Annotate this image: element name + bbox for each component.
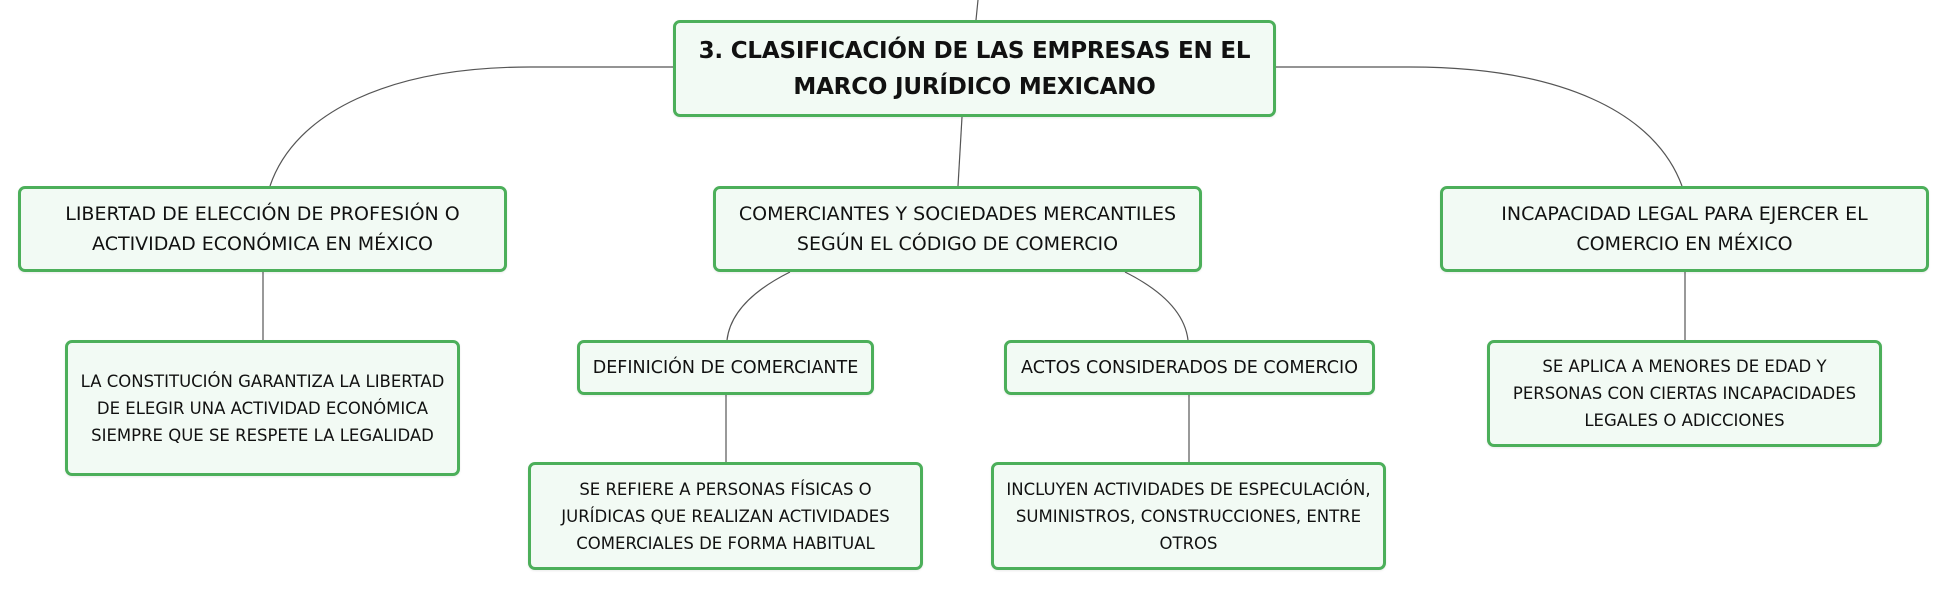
leaf-node-label: SE APLICA A MENORES DE EDAD Y PERSONAS C… [1512,357,1857,430]
connector-comerciantes-to-definicion [726,271,791,341]
connector-root-to-branch-incapacidad [1275,66,1683,187]
branch-node-incapacidad[interactable]: INCAPACIDAD LEGAL PARA EJERCER EL COMERC… [1440,186,1929,272]
sub-node-label: DEFINICIÓN DE COMERCIANTE [592,357,859,378]
root-node[interactable]: 3. CLASIFICACIÓN DE LAS EMPRESAS EN EL M… [673,20,1276,117]
connector-root-to-branch-comerciantes [957,116,963,187]
connector-parent-to-root [975,0,979,21]
leaf-node-menores-edad[interactable]: SE APLICA A MENORES DE EDAD Y PERSONAS C… [1487,340,1882,447]
leaf-node-label: LA CONSTITUCIÓN GARANTIZA LA LIBERTAD DE… [80,371,445,445]
sub-node-label: ACTOS CONSIDERADOS DE COMERCIO [1021,357,1358,378]
leaf-node-constitucion[interactable]: LA CONSTITUCIÓN GARANTIZA LA LIBERTAD DE… [65,340,460,476]
connector-comerciantes-to-actos [1124,271,1189,341]
branch-node-label: COMERCIANTES Y SOCIEDADES MERCANTILES SE… [738,203,1177,255]
sub-node-definicion-comerciante[interactable]: DEFINICIÓN DE COMERCIANTE [577,340,874,395]
branch-node-label: INCAPACIDAD LEGAL PARA EJERCER EL COMERC… [1501,203,1868,255]
leaf-node-label: SE REFIERE A PERSONAS FÍSICAS O JURÍDICA… [561,479,890,553]
leaf-node-label: INCLUYEN ACTIVIDADES DE ESPECULACIÓN, SU… [1006,479,1371,553]
branch-node-libertad[interactable]: LIBERTAD DE ELECCIÓN DE PROFESIÓN O ACTI… [18,186,507,272]
root-node-label: 3. CLASIFICACIÓN DE LAS EMPRESAS EN EL M… [698,37,1251,100]
branch-node-label: LIBERTAD DE ELECCIÓN DE PROFESIÓN O ACTI… [65,203,460,255]
leaf-node-personas-fisicas[interactable]: SE REFIERE A PERSONAS FÍSICAS O JURÍDICA… [528,462,923,570]
sub-node-actos-comercio[interactable]: ACTOS CONSIDERADOS DE COMERCIO [1004,340,1375,395]
leaf-node-actividades-especulacion[interactable]: INCLUYEN ACTIVIDADES DE ESPECULACIÓN, SU… [991,462,1386,570]
connector-root-to-branch-libertad [269,66,673,187]
branch-node-comerciantes[interactable]: COMERCIANTES Y SOCIEDADES MERCANTILES SE… [713,186,1202,272]
